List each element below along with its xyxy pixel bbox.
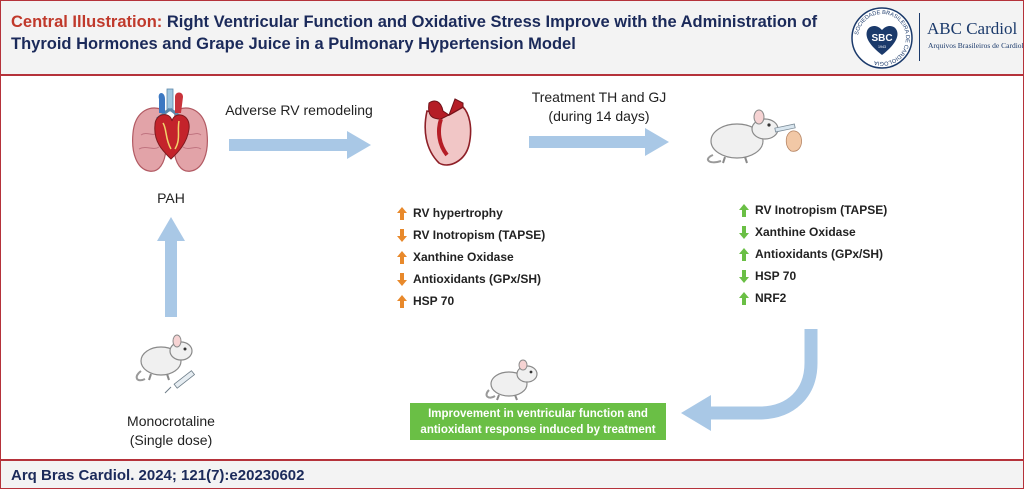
pah-effect-item: HSP 70 [397,290,545,312]
arrow-to-rv-remodeling [229,131,371,159]
pah-effects-list: RV hypertrophy RV Inotropism (TAPSE) Xanth… [397,202,545,312]
citation: Arq Bras Cardiol. 2024; 121(7):e20230602 [11,467,305,484]
treatment-effect-item: Xanthine Oxidase [739,221,887,243]
improvement-line2: antioxidant response induced by treatmen… [420,424,656,436]
sbc-logo-text: SBC [871,33,892,44]
arrow-up-icon [739,203,749,217]
sbc-logo-year: 1943 [878,45,886,49]
arrow-to-improvement [681,329,818,431]
rat-treatment-icon [706,109,802,164]
pah-effect-item-label: Xanthine Oxidase [413,250,514,264]
treatment-effect-item: HSP 70 [739,265,887,287]
arrow-to-treatment [529,128,669,156]
monocrotaline-label: Monocrotaline (Single dose) [113,412,229,450]
monocrotaline-label-line1: Monocrotaline [127,413,215,429]
improvement-box: Improvement in ventricular function and … [410,403,666,440]
treatment-effect-item: Antioxidants (GPx/SH) [739,243,887,265]
title-line2: Thyroid Hormones and Grape Juice in a Pu… [11,35,576,53]
arrow-down-icon [739,225,749,239]
lungs-heart-icon [132,88,208,172]
pah-effect-item: RV Inotropism (TAPSE) [397,224,545,246]
treatment-effect-item-label: Xanthine Oxidase [755,225,856,239]
title-lead: Central Illustration: [11,13,163,31]
page-title: Central Illustration: Right Ventricular … [11,11,831,55]
sbc-logo: SOCIEDADE BRASILEIRA DE CARDIOLOGIA SBC … [851,7,913,69]
arrow-up-icon [739,247,749,261]
arrow-up-icon [397,250,407,264]
pah-effect-item: Xanthine Oxidase [397,246,545,268]
pah-effect-item-label: Antioxidants (GPx/SH) [413,272,542,286]
abc-cardiol-logo: ABC Cardiol [927,19,1018,38]
header: Central Illustration: Right Ventricular … [1,1,1023,76]
pah-label: PAH [157,190,185,206]
treatment-label-line2: (during 14 days) [548,108,650,124]
treatment-effect-item-label: HSP 70 [755,269,797,283]
arrow-to-pah [157,217,185,317]
rat-improved-icon [485,359,538,401]
arrow-down-icon [397,272,407,286]
monocrotaline-label-line2: (Single dose) [129,432,213,448]
improvement-line1: Improvement in ventricular function and [428,408,648,420]
arrow-down-icon [397,228,407,242]
pah-effect-item: Antioxidants (GPx/SH) [397,268,545,290]
logo-divider [919,13,920,61]
footer: Arq Bras Cardiol. 2024; 121(7):e20230602 [1,459,1023,488]
pah-effect-item: RV hypertrophy [397,202,545,224]
abc-cardiol-subtitle: Arquivos Brasileiros de Cardiologia [928,41,1024,50]
arrow-up-icon [739,291,749,305]
arrow-up-icon [397,206,407,220]
adverse-remodeling-label: Adverse RV remodeling [225,102,373,118]
title-line1: Right Ventricular Function and Oxidative… [166,13,818,31]
arrow-down-icon [739,269,749,283]
treatment-effect-item-label: NRF2 [755,291,787,305]
treatment-effect-item-label: RV Inotropism (TAPSE) [755,203,888,217]
treatment-effect-item: NRF2 [739,287,887,309]
pah-effect-item-label: HSP 70 [413,294,455,308]
treatment-effect-item: RV Inotropism (TAPSE) [739,199,887,221]
treatment-label: Treatment TH and GJ (during 14 days) [521,88,677,126]
treatment-effect-item-label: Antioxidants (GPx/SH) [755,247,884,261]
pah-effect-item-label: RV hypertrophy [413,206,503,220]
rv-heart-icon [424,98,472,166]
arrow-up-icon [397,294,407,308]
pah-effect-item-label: RV Inotropism (TAPSE) [413,228,546,242]
treatment-label-line1: Treatment TH and GJ [531,89,667,105]
rat-monocrotaline-icon [135,334,196,394]
